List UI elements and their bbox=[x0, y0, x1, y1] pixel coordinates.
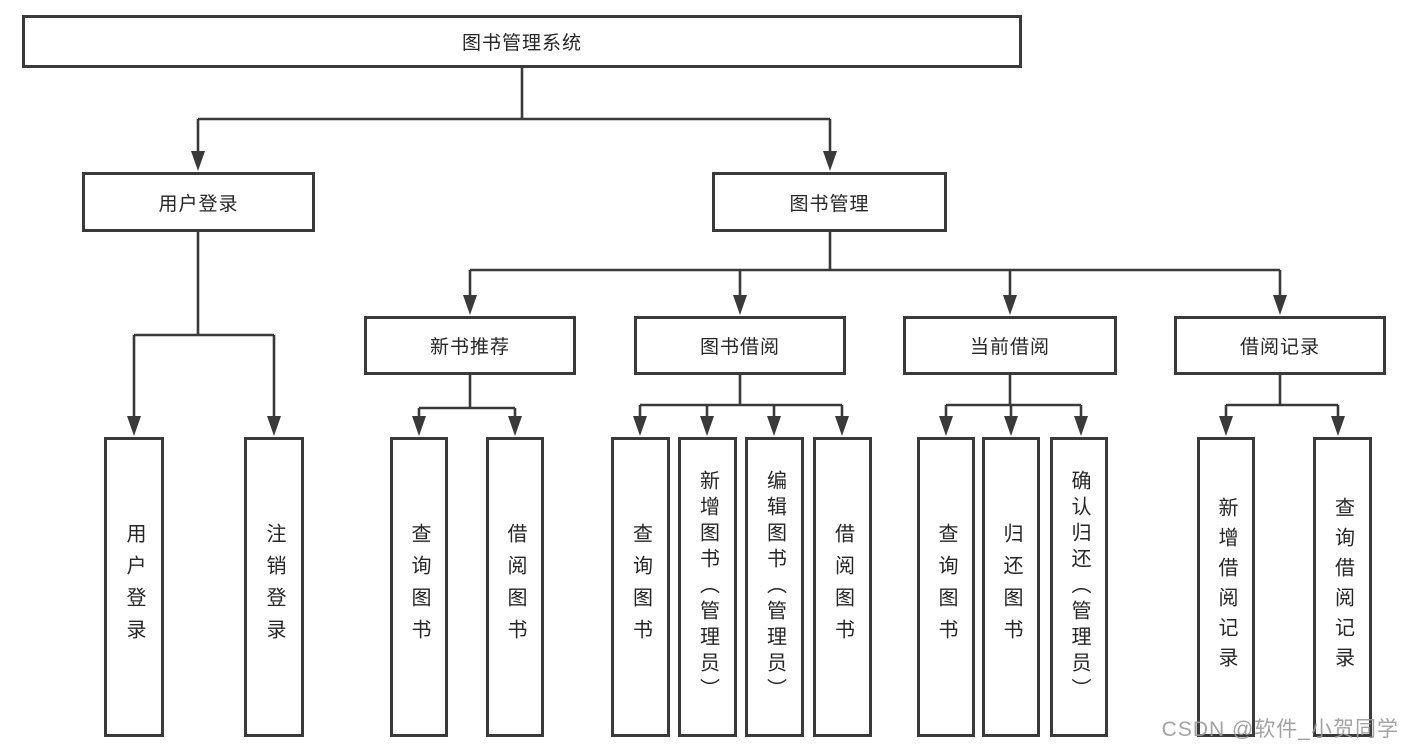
leaf-edit-books-admin-label: 编辑图书（管理员） bbox=[763, 470, 786, 704]
leaf-edit-books-admin: 编辑图书（管理员） bbox=[745, 437, 804, 737]
leaf-query-borrow-record-label: 查询借阅记录 bbox=[1331, 497, 1354, 677]
node-borrow-records: 借阅记录 bbox=[1174, 316, 1386, 375]
leaf-query-books-current: 查询图书 bbox=[917, 437, 975, 737]
leaf-add-books-admin-label: 新增图书（管理员） bbox=[696, 470, 719, 704]
leaf-add-borrow-record-label: 新增借阅记录 bbox=[1215, 497, 1237, 677]
leaf-logout-label: 注销登录 bbox=[263, 523, 285, 651]
leaf-add-books-admin: 新增图书（管理员） bbox=[678, 437, 737, 737]
node-new-book-recommend: 新书推荐 bbox=[364, 316, 576, 375]
node-root-label: 图书管理系统 bbox=[461, 33, 582, 54]
leaf-borrow-books-label: 借阅图书 bbox=[831, 523, 854, 651]
node-book-borrow-label: 图书借阅 bbox=[699, 337, 780, 358]
leaf-borrow-books-recommend-label: 借阅图书 bbox=[504, 523, 526, 651]
leaf-add-borrow-record: 新增借阅记录 bbox=[1197, 437, 1255, 737]
leaf-query-books-borrow-label: 查询图书 bbox=[629, 523, 652, 651]
arrowheads bbox=[127, 151, 1345, 436]
leaf-return-books: 归还图书 bbox=[982, 437, 1040, 737]
leaf-return-books-label: 归还图书 bbox=[1000, 523, 1022, 651]
node-borrow-records-label: 借阅记录 bbox=[1239, 337, 1320, 358]
leaf-confirm-return-admin-label: 确认归还（管理员） bbox=[1068, 470, 1090, 704]
leaf-logout: 注销登录 bbox=[244, 437, 304, 737]
node-book-management: 图书管理 bbox=[712, 172, 947, 232]
node-user-login: 用户登录 bbox=[82, 172, 315, 232]
node-current-borrow-label: 当前借阅 bbox=[969, 337, 1050, 358]
node-root: 图书管理系统 bbox=[22, 15, 1022, 68]
leaf-query-books-current-label: 查询图书 bbox=[935, 523, 957, 651]
leaf-borrow-books-recommend: 借阅图书 bbox=[486, 437, 544, 737]
node-book-management-label: 图书管理 bbox=[789, 193, 870, 215]
leaf-query-books-recommend-label: 查询图书 bbox=[408, 523, 430, 651]
leaf-borrow-books: 借阅图书 bbox=[813, 437, 872, 737]
leaf-query-books-recommend: 查询图书 bbox=[390, 437, 448, 737]
node-new-book-recommend-label: 新书推荐 bbox=[429, 337, 510, 358]
leaf-user-login-label: 用户登录 bbox=[123, 523, 145, 651]
leaf-query-borrow-record: 查询借阅记录 bbox=[1313, 437, 1372, 737]
node-current-borrow: 当前借阅 bbox=[903, 316, 1117, 375]
node-book-borrow: 图书借阅 bbox=[634, 316, 846, 375]
node-user-login-label: 用户登录 bbox=[158, 193, 239, 215]
leaf-query-books-borrow: 查询图书 bbox=[611, 437, 670, 737]
leaf-user-login: 用户登录 bbox=[104, 437, 164, 737]
leaf-confirm-return-admin: 确认归还（管理员） bbox=[1050, 437, 1108, 737]
